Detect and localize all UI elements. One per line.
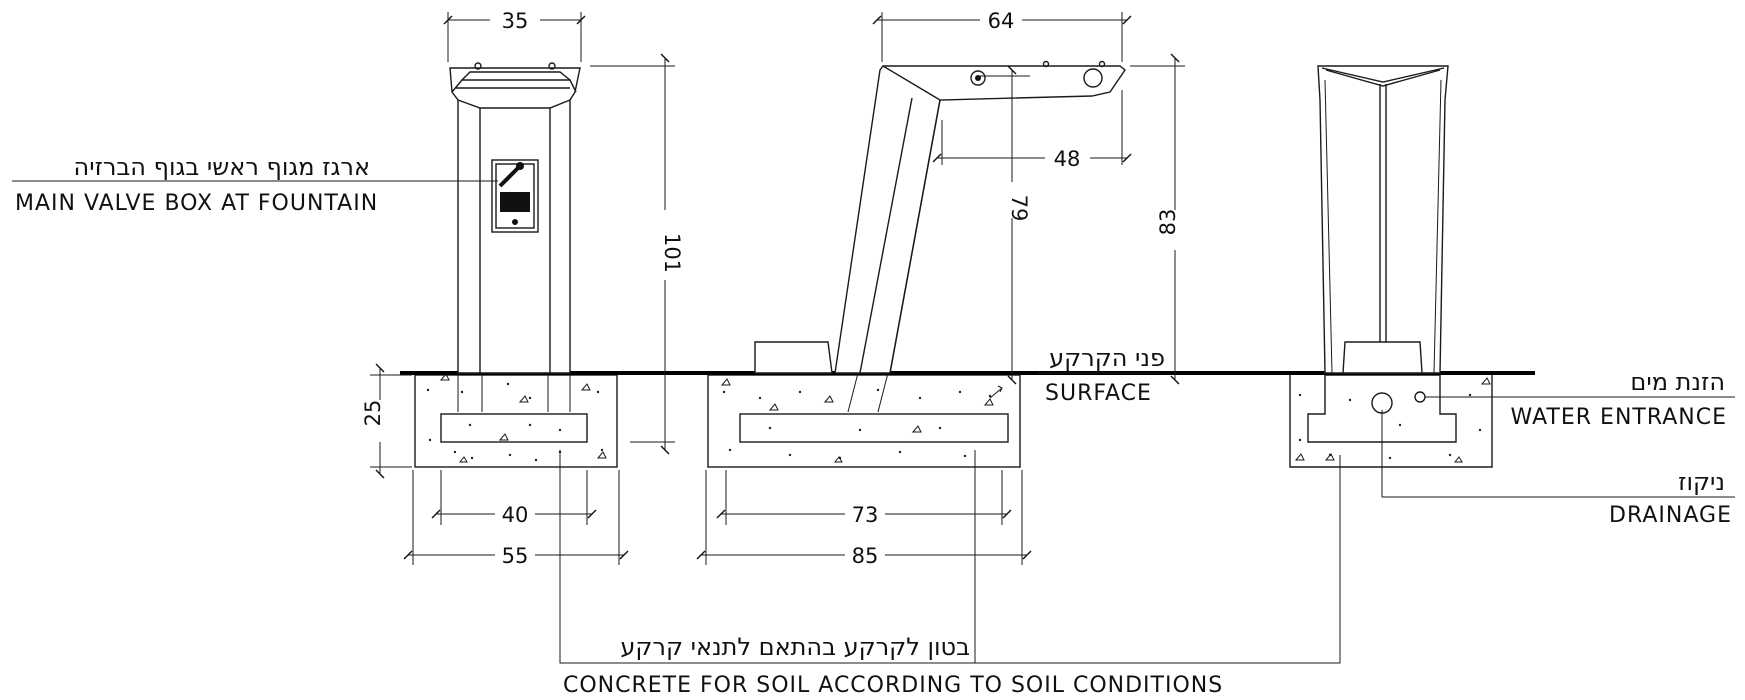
dim-side-outer-value: 85 xyxy=(852,544,879,568)
drainage-leader xyxy=(1381,410,1735,498)
front-fountain-view xyxy=(449,62,581,412)
dim-side-total-height-value: 83 xyxy=(1156,209,1180,236)
water-entrance-label-english: WATER ENTRANCE xyxy=(1511,405,1727,430)
dim-side-top: 64 xyxy=(872,9,1132,62)
back-foundation-aggregate xyxy=(1294,377,1491,463)
dim-side-inner-value: 73 xyxy=(852,503,879,527)
dim-side-inner: 73 xyxy=(716,470,1012,527)
surface-label-hebrew: פני הקרקע xyxy=(1049,344,1165,372)
dim-front-inner: 40 xyxy=(431,470,597,527)
dim-front-inner-value: 40 xyxy=(502,503,529,527)
leader-lines xyxy=(12,180,1735,664)
dim-side-top-value: 64 xyxy=(988,9,1015,33)
dim-front-top-value: 35 xyxy=(502,9,529,33)
drainage-label-hebrew: ניקוז xyxy=(1678,468,1725,496)
dim-side-spout-height: 79 xyxy=(980,65,1031,385)
dim-side-outer: 85 xyxy=(696,470,1032,568)
side-foundation-aggregate xyxy=(720,378,994,463)
dim-front-top: 35 xyxy=(443,9,586,62)
valve-box-panel xyxy=(491,159,539,233)
back-foundation xyxy=(1289,374,1493,468)
front-foundation-aggregate xyxy=(439,373,607,463)
back-fountain-view xyxy=(1317,65,1449,374)
valve-box-label-hebrew: ארגז מגוף ראשי בגוף הברזיה xyxy=(74,153,370,181)
side-foundation-speckle xyxy=(722,388,992,460)
concrete-label-hebrew: בטון לקרקע בהתאם לתנאי קרקע xyxy=(620,633,970,661)
side-base-block xyxy=(754,341,833,374)
concrete-leader xyxy=(559,450,1341,664)
valve-box-label-english: MAIN VALVE BOX AT FOUNTAIN xyxy=(15,191,378,216)
dim-front-depth-value: 25 xyxy=(361,400,385,427)
dim-side-spout-value: 48 xyxy=(1054,147,1081,171)
dim-front-height: 101 xyxy=(590,53,684,455)
side-fountain-view xyxy=(754,60,1126,413)
dim-front-outer-value: 55 xyxy=(502,544,529,568)
dim-side-spout: 48 xyxy=(932,90,1132,171)
faucet-symbol-icon xyxy=(500,192,530,212)
dim-front-outer: 55 xyxy=(403,470,629,568)
front-foundation xyxy=(414,373,618,468)
back-foundation-speckle xyxy=(1298,393,1482,460)
dim-front-depth: 25 xyxy=(361,363,412,479)
dim-side-spout-height-value: 79 xyxy=(1007,195,1031,222)
concrete-label-english: CONCRETE FOR SOIL ACCORDING TO SOIL COND… xyxy=(563,673,1223,698)
dim-side-total-height: 83 xyxy=(1130,53,1185,385)
drainage-label-english: DRAINAGE xyxy=(1609,503,1732,528)
dim-front-height-value: 101 xyxy=(660,233,684,273)
side-foundation xyxy=(707,374,1021,468)
surface-label-english: SURFACE xyxy=(1045,381,1152,406)
front-foundation-speckle xyxy=(426,382,604,462)
water-entrance-label-hebrew: הזנת מים xyxy=(1630,368,1725,396)
back-base-block xyxy=(1342,341,1423,374)
